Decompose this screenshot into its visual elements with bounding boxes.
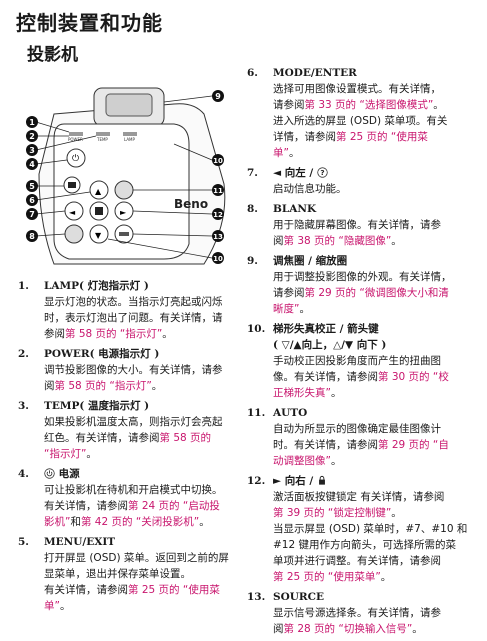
item-keystone-arrows: 10. 梯形失真校正 / 箭头键 ( ▽/▲向上，△/▼ 向下 ) 手动校正因投… (247, 323, 449, 399)
item-menu-exit: 5. MENU/EXIT 打开屏显 (OSD) 菜单。返回到之前的屏 显菜单，退… (18, 536, 229, 612)
svg-text:10: 10 (213, 157, 223, 165)
lamp-indicator (123, 132, 137, 136)
svg-text:4: 4 (29, 160, 35, 169)
svg-text:7: 7 (29, 210, 35, 219)
svg-text:5: 5 (29, 182, 35, 191)
link-keystone[interactable]: 正梯形失真” (273, 387, 331, 399)
svg-text:8: 8 (29, 232, 35, 241)
temp-indicator (96, 132, 110, 136)
brand-fragment: Beno (174, 197, 208, 211)
link-fine-tune-size[interactable]: 晰度” (273, 303, 300, 315)
link-indicators[interactable]: 第 58 页的 “指示灯” (65, 328, 163, 340)
power-button (66, 148, 86, 168)
svg-text:?: ? (320, 168, 324, 177)
link-keystone[interactable]: 第 30 页的 “校 (378, 371, 449, 383)
item-temp: 3. TEMP( 温度指示灯 ) 如果投影机温度太高，则指示灯会亮起 红色。有关… (18, 400, 223, 460)
indicator-label-lamp: LAMP (124, 137, 136, 142)
svg-text:3: 3 (29, 146, 35, 155)
link-using-menus[interactable]: 单” (273, 147, 289, 159)
svg-text:9: 9 (215, 92, 221, 101)
item-source: 13. SOURCE 显示信号源选择条。有关详情，请参 阅第 28 页的 “切换… (247, 591, 441, 635)
link-picture-mode[interactable]: 第 33 页的 “选择图像模式” (304, 99, 434, 111)
right-column: 6. MODE/ENTER 选择可用图像设置模式。有关详情， 请参阅第 33 页… (247, 65, 469, 637)
link-indicators[interactable]: “指示灯” (44, 448, 87, 460)
link-using-menus[interactable]: 第 25 页的 “使用菜 (128, 584, 220, 596)
item-left-info: 7. ◄ 向左 / ? 启动信息功能。 (247, 167, 347, 195)
svg-text:►: ► (120, 208, 127, 217)
help-icon: ? (317, 167, 328, 178)
svg-text:1: 1 (29, 118, 35, 127)
indicator-label-power: POWER (68, 137, 83, 142)
power-icon (44, 468, 55, 479)
projector-control-panel-figure: POWER TEMP LAMP ⏻ ▲ ◄ ► ▼ Beno 1 2 3 4 (26, 87, 226, 265)
svg-text:11: 11 (213, 187, 223, 195)
blank-button (64, 224, 84, 244)
up-keystone-button (89, 180, 109, 200)
svg-text:▲: ▲ (95, 187, 102, 196)
svg-text:◄: ◄ (69, 208, 76, 217)
item-focus-zoom: 9. 调焦圈 / 缩放圈 用于调整投影图像的外观。有关详情， 请参阅第 29 页… (247, 255, 452, 315)
link-start-projector[interactable]: 影机” (44, 516, 71, 528)
link-using-menus[interactable]: 单” (44, 600, 60, 612)
svg-text:6: 6 (29, 196, 35, 205)
item-blank: 8. BLANK 用于隐藏屏幕图像。有关详情，请参 阅第 38 页的 “隐藏图像… (247, 203, 441, 247)
down-keystone-button (89, 224, 109, 244)
svg-text:12: 12 (213, 211, 223, 219)
link-using-menus[interactable]: 第 25 页的 “使用菜 (336, 131, 428, 143)
svg-text:10: 10 (213, 255, 223, 263)
auto-button (114, 180, 134, 200)
item-mode-enter: 6. MODE/ENTER 选择可用图像设置模式。有关详情， 请参阅第 33 页… (247, 67, 448, 159)
link-auto-adjust[interactable]: 动调整图像” (273, 455, 331, 467)
link-lock-keys[interactable]: 第 39 页的 “锁定控制键” (273, 507, 392, 519)
page-title: 控制装置和功能 (16, 11, 163, 35)
link-switch-input[interactable]: 第 28 页的 “切换输入信号” (283, 623, 413, 635)
link-using-menus[interactable]: 第 25 页的 “使用菜单” (273, 571, 381, 583)
link-start-projector[interactable]: 第 24 页的 “启动投 (128, 500, 220, 512)
link-indicators[interactable]: 第 58 页的 “指示灯” (54, 380, 152, 392)
indicator-label-temp: TEMP (96, 137, 108, 142)
power-indicator (69, 132, 83, 136)
link-fine-tune-size[interactable]: 第 29 页的 “微调图像大小和清 (304, 287, 449, 299)
page-subtitle: 投影机 (27, 45, 78, 65)
svg-text:⏻: ⏻ (72, 153, 79, 164)
item-right-lock: 12. ► 向右 / 激活面板按键锁定 有关详情，请参阅 第 39 页的 “锁定… (247, 475, 468, 583)
lock-icon (318, 475, 325, 485)
left-column: 1. LAMP( 灯泡指示灯 ) 显示灯泡的状态。当指示灯亮起或闪烁 时，表示灯… (18, 278, 240, 614)
svg-text:▼: ▼ (95, 231, 102, 240)
item-power-button: 4. 电源 可让投影机在待机和开启模式中切换。 有关详情，请参阅第 24 页的 … (18, 468, 223, 528)
svg-text:13: 13 (213, 233, 223, 241)
link-shutdown-projector[interactable]: 第 42 页的 “关闭投影机” (80, 516, 200, 528)
link-auto-adjust[interactable]: 第 29 页的 “自 (378, 439, 449, 451)
item-lamp: 1. LAMP( 灯泡指示灯 ) 显示灯泡的状态。当指示灯亮起或闪烁 时，表示灯… (18, 280, 223, 340)
link-indicators[interactable]: 第 58 页的 (159, 432, 212, 444)
item-power: 2. POWER( 电源指示灯 ) 调节投影图像的大小。有关详情，请参 阅第 5… (18, 348, 223, 392)
link-hide-image[interactable]: 第 38 页的 “隐藏图像” (283, 235, 392, 247)
item-auto: 11. AUTO 自动为所显示的图像确定最佳图像计 时。有关详情，请参阅第 29… (247, 407, 449, 467)
svg-text:2: 2 (29, 132, 35, 141)
